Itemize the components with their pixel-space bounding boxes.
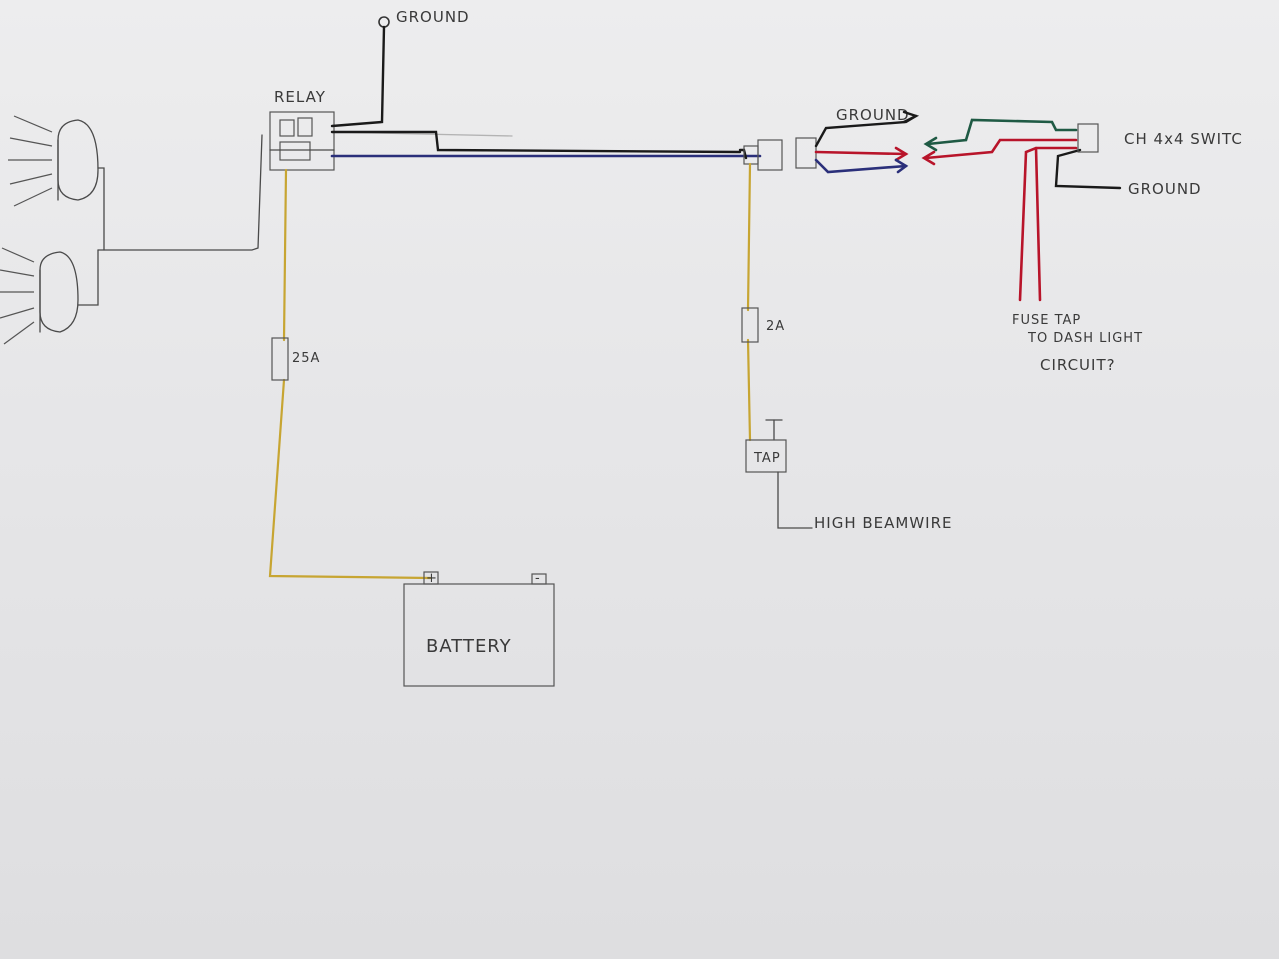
headlight-feed-wires bbox=[77, 134, 263, 306]
yellow-wire-battery bbox=[268, 168, 432, 580]
battery-plus-label: + bbox=[426, 571, 438, 586]
ground-connector-label: GROUND bbox=[836, 106, 910, 124]
red-wire-connector bbox=[814, 146, 909, 162]
relay-label: RELAY bbox=[274, 88, 326, 106]
blue-wire-connector bbox=[814, 158, 909, 174]
ground-top-label: GROUND bbox=[396, 8, 470, 26]
green-wire-switch bbox=[923, 118, 1078, 152]
red-wire-switch bbox=[921, 138, 1078, 166]
black-wire-main bbox=[330, 130, 742, 154]
battery bbox=[403, 571, 555, 687]
ground-switch-label: GROUND bbox=[1128, 180, 1202, 198]
tap-label: TAP bbox=[753, 451, 781, 466]
yellow-wire-tap bbox=[746, 162, 752, 442]
fuse-tap-line1: FUSE TAP bbox=[1012, 313, 1081, 328]
fuse-25a-label: 25A bbox=[292, 351, 320, 366]
connector-right bbox=[795, 137, 817, 169]
tap-box bbox=[745, 419, 813, 529]
battery-minus-label: - bbox=[535, 571, 541, 586]
battery-label: BATTERY bbox=[426, 636, 512, 657]
high-beam-label: HIGH BEAMWIRE bbox=[814, 514, 953, 532]
headlight-top bbox=[8, 115, 99, 207]
ground-connector-wire bbox=[814, 110, 920, 148]
fuse-tap-line2: TO DASH LIGHT bbox=[1027, 331, 1143, 346]
ch-4x4-switch bbox=[1077, 123, 1099, 153]
switch-label: CH 4x4 SWITC bbox=[1124, 130, 1243, 148]
fuse-tap-line3: CIRCUIT? bbox=[1040, 356, 1116, 374]
relay bbox=[269, 111, 335, 171]
fuse-25a bbox=[271, 337, 289, 381]
fuse-2a-label: 2A bbox=[766, 319, 785, 334]
red-wire-fuse-tap bbox=[1018, 146, 1078, 302]
black-wire-switch-ground bbox=[1054, 148, 1122, 190]
headlight-bottom bbox=[0, 247, 79, 345]
fuse-2a bbox=[741, 307, 759, 343]
relay-ground-lead bbox=[330, 16, 390, 128]
